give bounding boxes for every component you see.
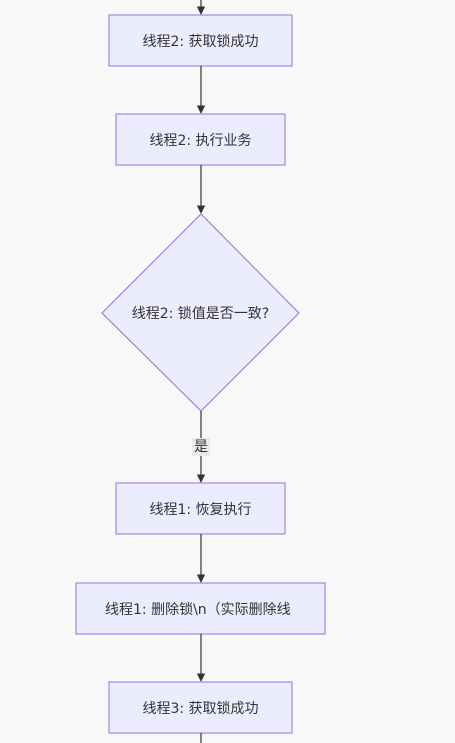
node-t1-resume-label: 线程1: 恢复执行 (149, 501, 252, 518)
edge-yes-label: 是 (192, 438, 210, 456)
node-t3-acquire-box (108, 681, 293, 734)
node-t2-acquire-label: 线程2: 获取锁成功 (142, 33, 259, 50)
node-t3-acquire-label: 线程3: 获取锁成功 (142, 700, 259, 717)
node-t1-delete-label: 线程1: 删除锁\n（实际删除线 (105, 601, 291, 618)
node-t2-execute-label: 线程2: 执行业务 (149, 132, 252, 149)
node-t2-check-label: 线程2: 锁值是否一致? (131, 306, 270, 322)
node-t1-resume-box (115, 482, 286, 535)
node-t2-execute-box (115, 113, 286, 166)
